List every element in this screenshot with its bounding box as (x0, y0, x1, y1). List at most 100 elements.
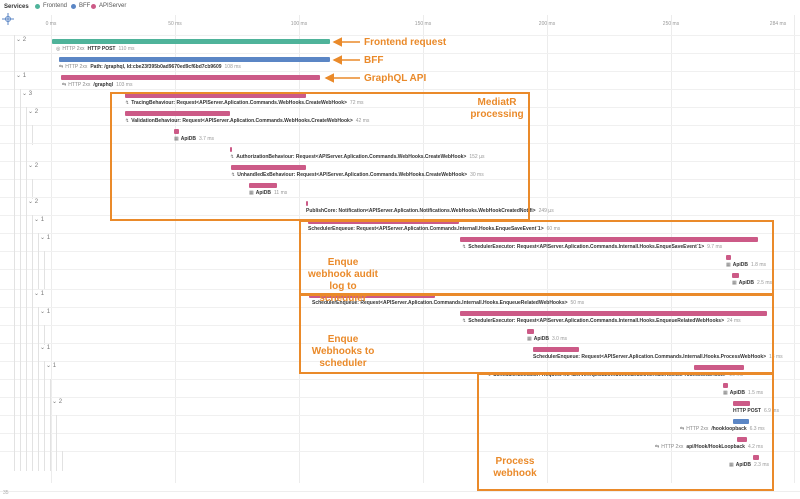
span-bar[interactable] (52, 39, 330, 44)
span-bar[interactable] (527, 329, 534, 334)
expand-chevron-icon[interactable]: ⌄ 2 (52, 399, 63, 405)
indent-guide (26, 289, 27, 309)
span-name: SchedulerEnqueue: Request<APIServer.Apli… (308, 226, 544, 232)
span-bar[interactable] (230, 147, 232, 152)
span-name: ApiDB (533, 336, 550, 342)
method-icon: ↯ (230, 154, 235, 160)
expand-chevron-icon[interactable]: ⌄ 1 (40, 235, 51, 241)
span-name: TracingBehaviour: Request<APIServer.Apli… (131, 100, 347, 106)
span-bar[interactable] (753, 455, 759, 460)
expand-chevron-icon[interactable]: ⌄ 1 (34, 291, 45, 297)
database-icon: ▦ (726, 262, 731, 268)
indent-guide (20, 89, 21, 109)
expand-chevron-icon[interactable]: ⌄ 1 (16, 73, 27, 79)
row-divider (0, 307, 800, 308)
span-bar[interactable] (733, 401, 750, 406)
expand-chevron-icon[interactable]: ⌄ 1 (46, 363, 57, 369)
indent-guide (20, 251, 21, 271)
span-row[interactable]: ↯AuthorizationBehaviour: Request<APIServ… (0, 143, 800, 163)
expand-chevron-icon[interactable]: ⌄ 2 (28, 163, 39, 169)
indent-guide (38, 269, 39, 289)
span-bar[interactable] (125, 111, 230, 116)
span-row[interactable]: ⌄ 1↯SchedulerExecutor: Request<APIServer… (0, 307, 800, 327)
expand-chevron-icon[interactable]: ⌄ 3 (22, 91, 33, 97)
indent-guide (44, 451, 45, 471)
indent-guide (50, 379, 51, 399)
span-name: HTTP POST (87, 46, 116, 52)
legend-item-bff[interactable]: BFF (71, 3, 90, 9)
span-bar[interactable] (726, 255, 731, 260)
legend-label: Frontend (43, 3, 68, 9)
indent-guide (20, 307, 21, 327)
span-label: ↯ValidationBehaviour: Request<APIServer.… (125, 118, 369, 124)
span-bar[interactable] (125, 93, 306, 98)
indent-guide (14, 107, 15, 127)
indent-guide (26, 215, 27, 235)
span-bar[interactable] (694, 365, 744, 370)
indent-guide (26, 397, 27, 417)
row-divider (0, 35, 800, 36)
span-bar[interactable] (174, 129, 179, 134)
grid-line (671, 15, 672, 483)
crosshair-icon[interactable] (2, 13, 14, 25)
indent-guide (14, 325, 15, 345)
expand-chevron-icon[interactable]: ⌄ 2 (28, 109, 39, 115)
span-row[interactable]: ⌄ 1 ↯SchedulerExecutor: Request<APIServer… (0, 361, 800, 381)
expand-chevron-icon[interactable]: ⌄ 1 (40, 309, 51, 315)
indent-guide (14, 343, 15, 363)
span-bar[interactable] (249, 183, 277, 188)
span-bar[interactable] (231, 165, 306, 170)
indent-guide (14, 215, 15, 235)
span-bar[interactable] (732, 273, 739, 278)
indent-guide (38, 325, 39, 345)
legend-item-frontend[interactable]: Frontend (35, 3, 67, 9)
expand-chevron-icon[interactable]: ⌄ 1 (34, 217, 45, 223)
span-bar[interactable] (460, 311, 767, 316)
span-bar[interactable] (61, 75, 320, 80)
span-bar[interactable] (737, 437, 747, 442)
span-row[interactable]: ⌄ 2↯UnhandledExBehaviour: Request<APISer… (0, 161, 800, 181)
expand-chevron-icon[interactable]: ⌄ 2 (28, 199, 39, 205)
span-label: ↯SchedulerExecutor: Request<APIServer.Ap… (487, 372, 743, 378)
span-name: SchedulerExecutor: Request<APIServer.Apl… (468, 318, 725, 324)
span-bar[interactable] (733, 419, 749, 424)
span-duration: 60 ms (546, 226, 561, 232)
span-row[interactable]: ⌄ 1↯SchedulerExecutor: Request<APIServer… (0, 233, 800, 253)
legend-item-apiserver[interactable]: APIServer (91, 3, 126, 9)
indent-guide (38, 415, 39, 435)
span-bar[interactable] (306, 201, 308, 206)
span-name: AuthorizationBehaviour: Request<APIServe… (236, 154, 467, 160)
span-name: HTTP POST (733, 408, 761, 414)
span-status: HTTP 2xx (62, 46, 85, 52)
span-row[interactable]: ⌄ 2 ↯ValidationBehaviour: Request<APIServ… (0, 107, 800, 127)
span-bar[interactable] (723, 383, 728, 388)
expand-chevron-icon[interactable]: ⌄ 1 (40, 345, 51, 351)
indent-guide (50, 433, 51, 453)
span-duration: 249 µs (538, 208, 554, 214)
expand-chevron-icon[interactable]: ⌄ 2 (16, 37, 27, 43)
span-bar[interactable] (59, 57, 330, 62)
span-status: HTTP 2xx (661, 444, 684, 450)
indent-guide (14, 89, 15, 109)
span-bar[interactable] (460, 237, 758, 242)
span-row[interactable]: ⌄ 3↯TracingBehaviour: Request<APIServer.… (0, 89, 800, 109)
indent-guide (50, 397, 51, 417)
span-bar[interactable] (533, 347, 579, 352)
span-name: ApiDB (729, 390, 746, 396)
